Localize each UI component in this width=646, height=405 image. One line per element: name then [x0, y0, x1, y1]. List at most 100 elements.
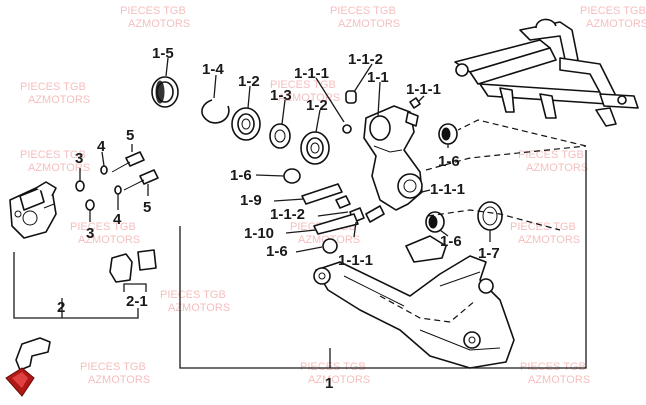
- svg-text:AZMOTORS: AZMOTORS: [338, 18, 400, 30]
- label-1-1-1-right: 1-1-1: [406, 81, 441, 98]
- label-1-1-2-mid: 1-1-2: [270, 206, 305, 223]
- watermark-block: PIECES TGB AZMOTORS: [520, 361, 590, 386]
- watermark-block: PIECES TGB AZMOTORS: [20, 81, 90, 106]
- label-1-1-1-top: 1-1-1: [294, 65, 329, 82]
- washer-1-6-lower: [322, 238, 338, 254]
- svg-text:AZMOTORS: AZMOTORS: [518, 234, 580, 246]
- svg-text:AZMOTORS: AZMOTORS: [528, 374, 590, 386]
- washer-1-6-left: [283, 168, 301, 184]
- leader-lines: [13, 57, 587, 369]
- seal-1-5: [151, 76, 179, 108]
- shaft-1-9: [301, 183, 343, 205]
- svg-text:PIECES TGB: PIECES TGB: [518, 149, 584, 161]
- washer-3-upper: [75, 180, 85, 192]
- bolt-5-upper: [125, 151, 145, 167]
- label-1-3: 1-3: [270, 87, 292, 104]
- brake-caliper-drawing: [9, 181, 57, 239]
- label-1-6-bottom-left: 1-6: [266, 243, 288, 260]
- caliper-bracket-drawing: [15, 337, 51, 371]
- bushing-1-1-2-top: [345, 90, 357, 104]
- watermark-block: PIECES TGB AZMOTORS: [20, 149, 90, 174]
- seal-1-6-lower: [425, 211, 445, 233]
- watermark-block: PIECES TGB AZMOTORS: [70, 221, 140, 246]
- svg-text:AZMOTORS: AZMOTORS: [88, 374, 150, 386]
- brand-logo: [5, 367, 35, 397]
- bolt-5-lower: [139, 169, 159, 185]
- circlip-1-4: [201, 99, 230, 124]
- label-5-lower: 5: [143, 199, 151, 216]
- watermark-block: PIECES TGB AZMOTORS: [518, 149, 588, 174]
- svg-text:AZMOTORS: AZMOTORS: [278, 92, 340, 104]
- label-1: 1: [325, 375, 333, 392]
- part-labels: 1-5 1-4 1-2 1-3 1-2 1-1-1 1-1-2 1-1 1-1-…: [57, 45, 500, 392]
- ring-4-upper: [100, 165, 108, 175]
- ring-4-lower: [114, 185, 122, 195]
- svg-text:PIECES TGB: PIECES TGB: [510, 221, 576, 233]
- svg-text:PIECES TGB: PIECES TGB: [160, 289, 226, 301]
- label-1-2-b: 1-2: [306, 97, 328, 114]
- shaft-1-10: [313, 213, 359, 235]
- watermark-block: PIECES TGB AZMOTORS: [300, 361, 370, 386]
- dashed-guide-lower: [427, 209, 561, 231]
- svg-text:AZMOTORS: AZMOTORS: [28, 162, 90, 174]
- watermark-block: PIECES TGB AZMOTORS: [80, 361, 150, 386]
- washer-3-lower: [85, 199, 95, 211]
- svg-text:PIECES TGB: PIECES TGB: [330, 5, 396, 17]
- dashed-guide-knuckle: [425, 145, 587, 171]
- bolt-1-1-1-mid: [335, 195, 351, 209]
- dashed-guide-frame: [457, 119, 587, 147]
- watermark-block: PIECES TGB AZMOTORS: [120, 5, 190, 30]
- bolt-1-1-1-right: [409, 97, 421, 109]
- watermark-block: PIECES TGB AZMOTORS: [160, 289, 230, 314]
- label-1-6-right: 1-6: [438, 153, 460, 170]
- label-1-1: 1-1: [367, 69, 389, 86]
- svg-text:PIECES TGB: PIECES TGB: [70, 221, 136, 233]
- spacer-1-3: [269, 123, 291, 149]
- label-1-6-left: 1-6: [230, 167, 252, 184]
- label-3-lower: 3: [86, 225, 94, 242]
- svg-text:PIECES TGB: PIECES TGB: [580, 5, 646, 17]
- watermark-layer: PIECES TGB AZMOTORS PIECES TGB AZMOTORS …: [20, 5, 646, 386]
- svg-text:AZMOTORS: AZMOTORS: [586, 18, 646, 30]
- label-1-9: 1-9: [240, 192, 262, 209]
- label-1-4: 1-4: [202, 61, 224, 78]
- label-1-1-1-bottom: 1-1-1: [338, 252, 373, 269]
- pin-1-1-1-bottom: [365, 205, 385, 223]
- label-3-upper: 3: [75, 150, 83, 167]
- bearing-1-2-right: [300, 131, 330, 165]
- svg-text:AZMOTORS: AZMOTORS: [308, 374, 370, 386]
- label-1-6-bottom-right: 1-6: [440, 233, 462, 250]
- label-1-10: 1-10: [244, 225, 274, 242]
- seal-1-6-upper: [438, 123, 458, 145]
- label-1-5: 1-5: [152, 45, 174, 62]
- watermark-block: PIECES TGB AZMOTORS: [270, 79, 340, 104]
- label-2-1: 2-1: [126, 293, 148, 310]
- svg-text:PIECES TGB: PIECES TGB: [20, 149, 86, 161]
- knuckle-drawing: [363, 105, 423, 211]
- seal-1-7: [477, 201, 503, 231]
- label-1-7: 1-7: [478, 245, 500, 262]
- label-4-lower: 4: [113, 211, 122, 228]
- label-1-1-1-mid: 1-1-1: [430, 181, 465, 198]
- svg-text:PIECES TGB: PIECES TGB: [80, 361, 146, 373]
- svg-text:AZMOTORS: AZMOTORS: [168, 302, 230, 314]
- svg-text:AZMOTORS: AZMOTORS: [28, 94, 90, 106]
- label-2: 2: [57, 299, 65, 316]
- label-1-2-a: 1-2: [238, 73, 260, 90]
- brake-pads-drawing: [109, 249, 157, 283]
- rear-frame-drawing: [454, 18, 639, 127]
- bearing-1-2-left: [231, 107, 261, 141]
- watermark-block: PIECES TGB AZMOTORS: [510, 221, 580, 246]
- label-4-upper: 4: [97, 138, 106, 155]
- label-1-1-2-top: 1-1-2: [348, 51, 383, 68]
- svg-text:PIECES TGB: PIECES TGB: [520, 361, 586, 373]
- svg-text:PIECES TGB: PIECES TGB: [270, 79, 336, 91]
- svg-text:PIECES TGB: PIECES TGB: [20, 81, 86, 93]
- svg-text:AZMOTORS: AZMOTORS: [526, 162, 588, 174]
- svg-text:AZMOTORS: AZMOTORS: [128, 18, 190, 30]
- svg-text:PIECES TGB: PIECES TGB: [120, 5, 186, 17]
- swing-arm-drawing: [313, 235, 515, 369]
- label-5-upper: 5: [126, 127, 134, 144]
